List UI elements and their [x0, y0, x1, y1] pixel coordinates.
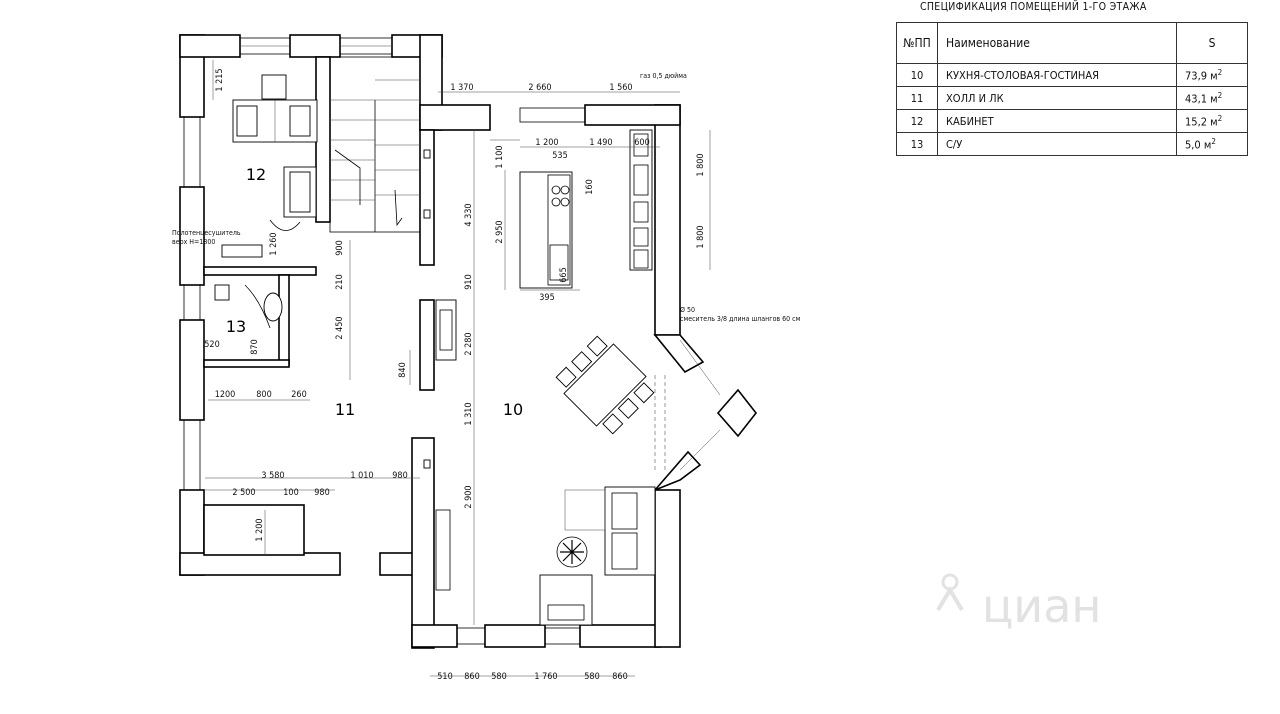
dim-label: 1 800	[696, 225, 706, 248]
windows	[183, 37, 721, 645]
row-num: 13	[896, 132, 938, 156]
table-row: 11 ХОЛЛ И ЛК 43,1 м2	[896, 86, 1248, 110]
room-13-label: 13	[226, 317, 246, 336]
gas-note: газ 0,5 дюйма	[640, 72, 687, 80]
dim-label: 860	[612, 672, 627, 682]
dim-label: 1 200	[255, 518, 265, 541]
towel-dryer-note: Полотенцесушитель	[172, 229, 241, 237]
dimension-lines	[205, 60, 711, 677]
row-name: КУХНЯ-СТОЛОВАЯ-ГОСТИНАЯ	[937, 63, 1177, 87]
room-12-label: 12	[246, 165, 266, 184]
outlets	[423, 149, 431, 469]
spec-header-row: №ПП Наименование S	[896, 22, 1248, 64]
row-area: 15,2 м2	[1176, 109, 1248, 133]
header-area: S	[1176, 22, 1248, 64]
table-row: 13 С/У 5,0 м2	[896, 132, 1248, 156]
row-num: 11	[896, 86, 938, 110]
row-num: 12	[896, 109, 938, 133]
row-num: 10	[896, 63, 938, 87]
dim-label: 1 800	[696, 153, 706, 176]
dim-label: 1 215	[215, 68, 225, 91]
dim-label: 2 900	[464, 485, 474, 508]
dim-label: 600	[634, 138, 649, 148]
dim-label: 160	[585, 179, 595, 194]
dim-label: 860	[464, 672, 479, 682]
dim-label: 1 760	[534, 672, 557, 682]
dim-label: 3 580	[261, 471, 284, 481]
staircase	[329, 56, 421, 233]
mixer-note: смеситель 3/8 длина шлангов 60 см	[680, 315, 801, 323]
row-name: КАБИНЕТ	[937, 109, 1177, 133]
dim-label: 1 560	[609, 83, 632, 93]
dim-label: 2 950	[495, 220, 505, 243]
dining-table	[555, 335, 655, 435]
floor-plan: 12 13 11 10 газ 0,5 дюйма Полотенцесушит…	[172, 34, 801, 682]
row-name: ХОЛЛ И ЛК	[937, 86, 1177, 110]
dim-label: 395	[539, 293, 554, 303]
study-furniture	[232, 74, 318, 231]
dim-label: 800	[256, 390, 271, 400]
watermark-text: циан	[982, 579, 1101, 633]
living-furniture	[435, 299, 666, 626]
header-name: Наименование	[937, 22, 1177, 64]
dim-label: 900	[335, 240, 345, 255]
towel-dryer-height-note: верх Н=1800	[172, 238, 215, 246]
dim-label: 2 450	[335, 316, 345, 339]
dim-label: 580	[491, 672, 506, 682]
dim-label: 1 370	[450, 83, 473, 93]
spec-title: СПЕЦИФИКАЦИЯ ПОМЕЩЕНИЙ 1-ГО ЭТАЖА	[920, 1, 1147, 13]
dim-label: 2 660	[528, 83, 551, 93]
dim-label: 520	[204, 340, 219, 350]
row-area: 5,0 м2	[1176, 132, 1248, 156]
dim-label: 4 330	[464, 203, 474, 226]
dim-label: 1 490	[589, 138, 612, 148]
table-row: 10 КУХНЯ-СТОЛОВАЯ-ГОСТИНАЯ 73,9 м2	[896, 63, 1248, 87]
dim-label: 535	[552, 151, 567, 161]
header-num: №ПП	[896, 22, 938, 64]
dim-label: 210	[335, 274, 345, 289]
bathroom-fixtures	[214, 244, 283, 329]
dim-label: 100	[283, 488, 298, 498]
dimension-labels: 1 215 1 370 2 660 1 560 1 200 1 490 535 …	[204, 68, 706, 682]
pipe-note: Ø 50	[680, 306, 695, 314]
dim-label: 1200	[215, 390, 236, 400]
dim-label: 2 500	[232, 488, 255, 498]
row-area: 43,1 м2	[1176, 86, 1248, 110]
dim-label: 980	[314, 488, 329, 498]
dim-label: 1 010	[350, 471, 373, 481]
spec-table: №ПП Наименование S 10 КУХНЯ-СТОЛОВАЯ-ГОС…	[896, 22, 1248, 156]
dim-label: 840	[398, 362, 408, 377]
row-name: С/У	[937, 132, 1177, 156]
dim-label: 260	[291, 390, 306, 400]
dim-label: 870	[250, 339, 260, 354]
kitchen-block	[519, 129, 653, 291]
dim-label: 665	[559, 267, 569, 282]
room-11-label: 11	[335, 400, 355, 419]
dim-label: 1 200	[535, 138, 558, 148]
dim-label: 980	[392, 471, 407, 481]
room-10-label: 10	[503, 400, 523, 419]
table-row: 12 КАБИНЕТ 15,2 м2	[896, 109, 1248, 133]
dim-label: 1 310	[464, 402, 474, 425]
dim-label: 2 280	[464, 332, 474, 355]
watermark-logo: циан	[936, 573, 1101, 633]
dim-label: 910	[464, 274, 474, 289]
dim-label: 1 100	[495, 145, 505, 168]
row-area: 73,9 м2	[1176, 63, 1248, 87]
dim-label: 580	[584, 672, 599, 682]
room-specification: СПЕЦИФИКАЦИЯ ПОМЕЩЕНИЙ 1-ГО ЭТАЖА №ПП На…	[896, 0, 1248, 156]
dim-label: 1 260	[269, 232, 279, 255]
dim-label: 510	[437, 672, 452, 682]
